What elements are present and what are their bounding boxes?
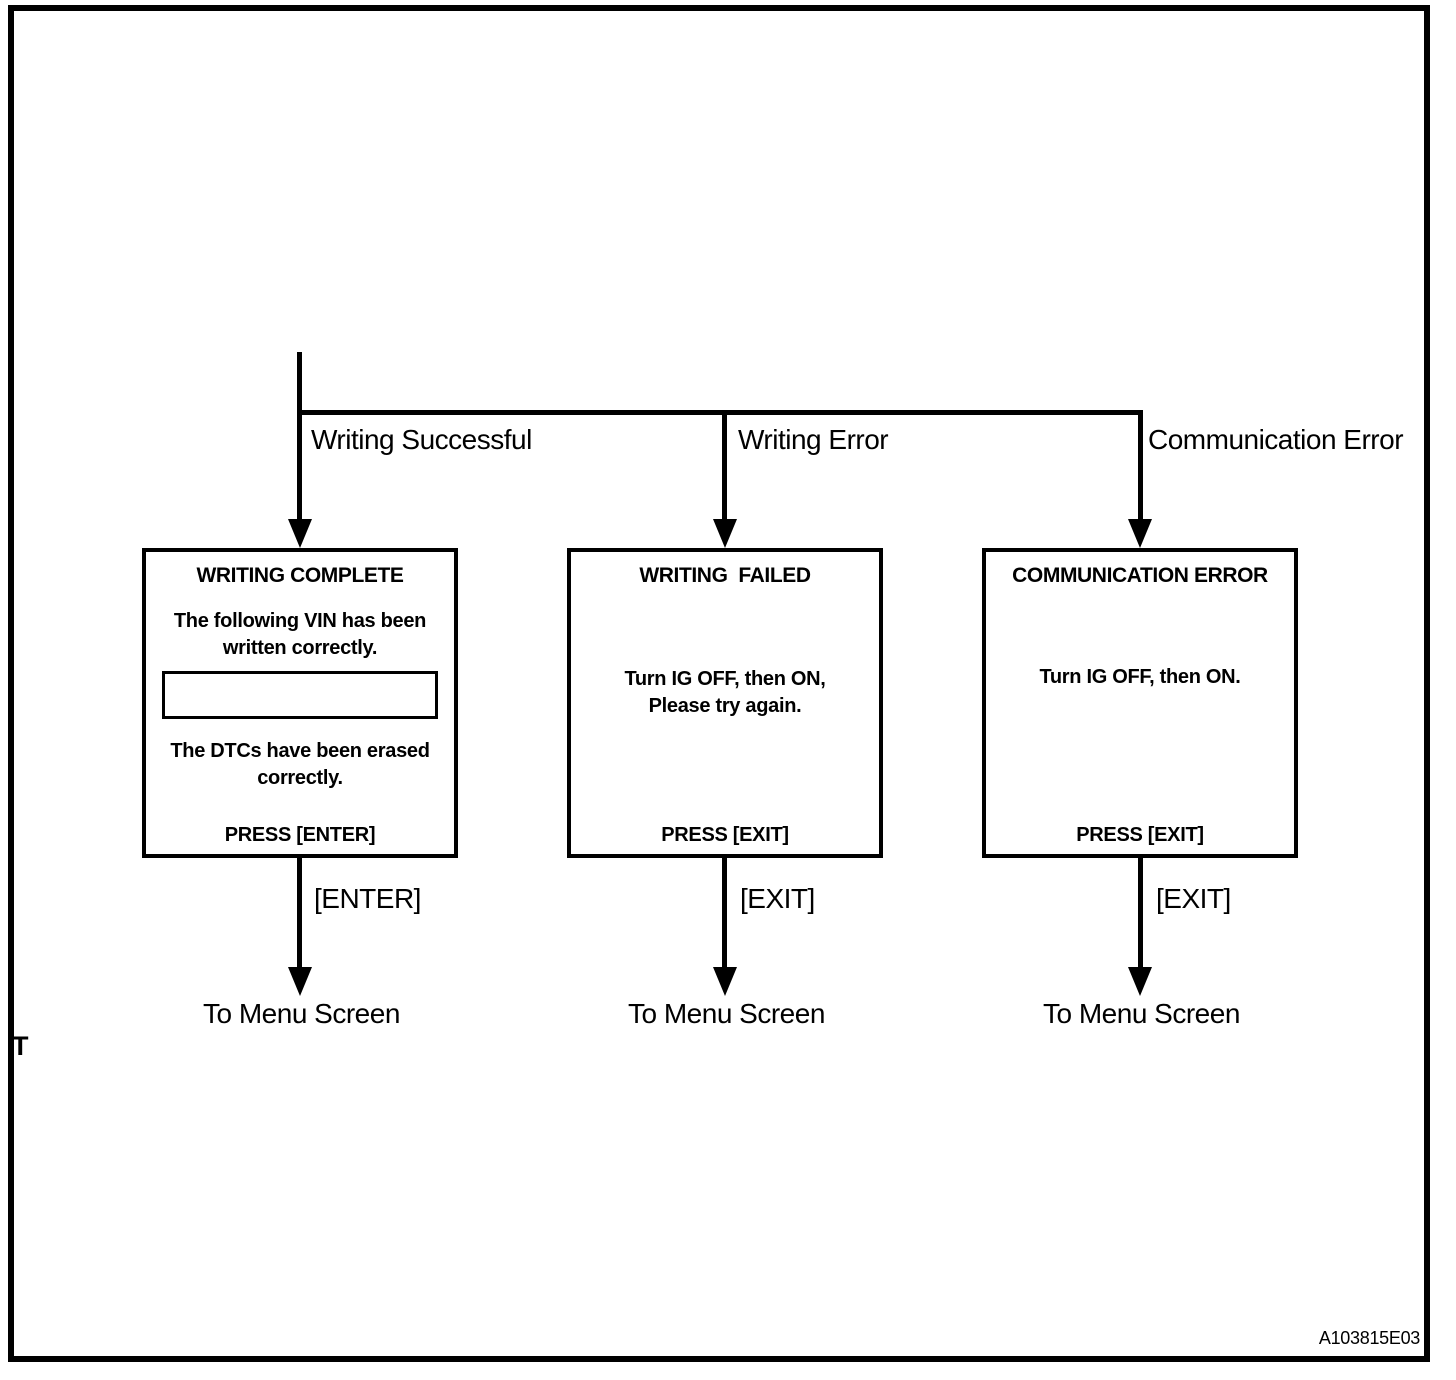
- arrowhead-down-icon: [288, 967, 312, 996]
- arrowhead-down-icon: [713, 967, 737, 996]
- stem-connector-line: [297, 352, 302, 522]
- branch-label-writing-error: Writing Error: [738, 424, 889, 455]
- margin-note-t: T: [12, 1031, 29, 1061]
- press-exit-prompt: PRESS [EXIT]: [661, 824, 789, 846]
- screen-box-writing-complete: WRITING COMPLETE The following VIN has b…: [142, 548, 458, 858]
- destination-label-menu-screen: To Menu Screen: [1043, 998, 1240, 1029]
- exit-connector-line: [297, 858, 302, 970]
- screen-message: Turn IG OFF, then ON.: [986, 664, 1294, 691]
- key-label-exit: [EXIT]: [1156, 883, 1231, 914]
- press-enter-prompt: PRESS [ENTER]: [224, 824, 376, 846]
- message-line: The DTCs have been erased: [170, 740, 430, 762]
- branch-label-writing-successful: Writing Successful: [311, 424, 532, 455]
- message-line: The following VIN has been: [173, 610, 427, 632]
- screen-title: WRITING FAILED: [639, 564, 811, 587]
- screen-message-top: The following VIN has been written corre…: [146, 608, 454, 662]
- branch-2-connector-line: [722, 410, 727, 522]
- screen-box-communication-error: COMMUNICATION ERROR Turn IG OFF, then ON…: [982, 548, 1298, 858]
- arrowhead-down-icon: [288, 519, 312, 548]
- screen-message: Turn IG OFF, then ON, Please try again.: [571, 666, 879, 720]
- branch-horizontal-line: [297, 410, 1143, 415]
- screen-message-bottom: The DTCs have been erased correctly.: [146, 738, 454, 792]
- arrowhead-down-icon: [713, 519, 737, 548]
- message-line: Please try again.: [648, 695, 802, 717]
- message-line: correctly.: [257, 767, 343, 789]
- key-label-exit: [EXIT]: [740, 883, 815, 914]
- screen-title: COMMUNICATION ERROR: [1012, 564, 1268, 587]
- vin-display-field: [162, 671, 438, 719]
- key-label-enter: [ENTER]: [314, 883, 421, 914]
- screen-box-writing-failed: WRITING FAILED Turn IG OFF, then ON, Ple…: [567, 548, 883, 858]
- branch-label-communication-error: Communication Error: [1148, 424, 1404, 455]
- branch-3-connector-line: [1138, 410, 1143, 522]
- message-line: written correctly.: [222, 637, 378, 659]
- screen-title: WRITING COMPLETE: [196, 564, 404, 587]
- figure-code: A103815E03: [1318, 1328, 1420, 1348]
- message-line: Turn IG OFF, then ON,: [624, 668, 826, 690]
- destination-label-menu-screen: To Menu Screen: [628, 998, 825, 1029]
- press-exit-prompt: PRESS [EXIT]: [1076, 824, 1204, 846]
- exit-connector-line: [1138, 858, 1143, 970]
- arrowhead-down-icon: [1128, 967, 1152, 996]
- arrowhead-down-icon: [1128, 519, 1152, 548]
- message-line: Turn IG OFF, then ON.: [1039, 666, 1241, 688]
- destination-label-menu-screen: To Menu Screen: [203, 998, 400, 1029]
- exit-connector-line: [722, 858, 727, 970]
